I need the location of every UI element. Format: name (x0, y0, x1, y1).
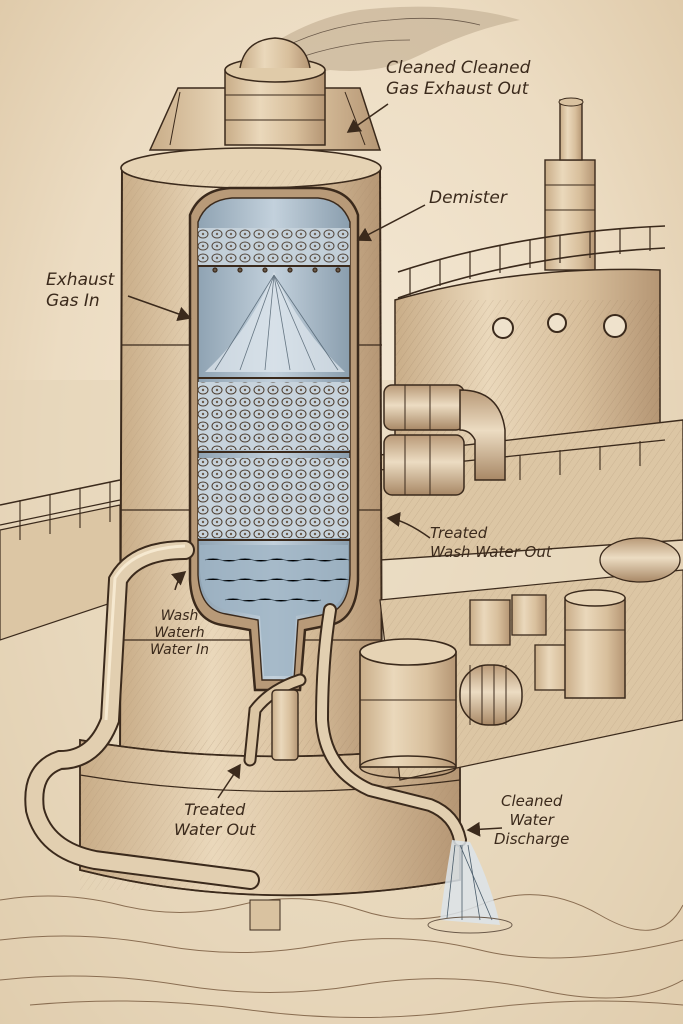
label-line: Wash (160, 608, 199, 624)
label-line: Water In (150, 642, 209, 658)
treated-water-pipe (243, 673, 307, 767)
label-line: Water Out (174, 820, 256, 839)
label-line: Gas In (46, 291, 100, 311)
label-line: Waterh (154, 625, 205, 641)
arrow-exhaust-in (127, 295, 192, 322)
label-cleaned-gas-exhaust-out: Cleaned Cleaned Gas Exhaust Out (386, 58, 530, 100)
label-line: Treated (430, 524, 488, 542)
discharge-pipe (314, 603, 467, 847)
discharge-stream (427, 840, 513, 934)
label-line: Gas Exhaust Out (386, 79, 529, 99)
label-line: Cleaned Cleaned (386, 58, 531, 78)
arrow-wash-in (171, 571, 187, 591)
label-line: Demister (429, 188, 507, 208)
scrubber-tower (118, 37, 384, 761)
label-line: Cleaned (501, 792, 563, 810)
label-line: Exhaust (46, 270, 115, 290)
wash-water-inlet-pipe (24, 540, 260, 890)
arrow-treated-water (217, 763, 241, 799)
label-line: Wash Water Out (430, 543, 552, 561)
label-line: Discharge (494, 830, 570, 848)
label-cleaned-water-discharge: Cleaned Water Discharge (494, 792, 569, 849)
label-arrows (127, 103, 503, 837)
gas-duct (383, 384, 506, 496)
arrow-treated-wash (386, 511, 431, 539)
deck-equipment (359, 537, 683, 781)
arrow-discharge (466, 821, 503, 837)
label-line: Water (509, 811, 554, 829)
label-treated-wash-water-out: Treated Wash Water Out (430, 524, 552, 562)
label-line: Treated (184, 800, 246, 819)
label-treated-water-out: Treated Water Out (174, 800, 256, 840)
arrow-demister (356, 204, 426, 242)
label-exhaust-gas-in: Exhaust Gas In (46, 270, 114, 312)
label-demister: Demister (429, 188, 507, 209)
label-wash-water-in: Wash Waterh Water In (150, 608, 209, 659)
arrow-cleaned-gas (346, 103, 389, 133)
